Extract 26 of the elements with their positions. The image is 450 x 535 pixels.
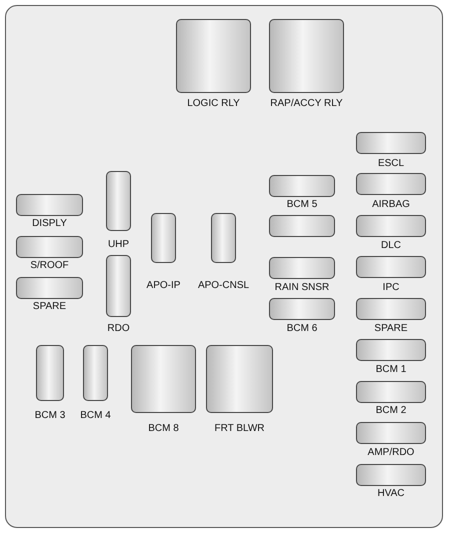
- fuse-label: RAP/ACCY RLY: [270, 98, 343, 109]
- fuse-label: LOGIC RLY: [187, 98, 240, 109]
- fuse-label: AIRBAG: [372, 199, 410, 210]
- fuse-label: BCM 8: [148, 423, 179, 434]
- fuse-label: AMP/RDO: [368, 447, 414, 458]
- fuse-label: ESCL: [378, 158, 404, 169]
- fuse-label: APO-IP: [146, 280, 180, 291]
- fuse-label: BCM 1: [376, 364, 406, 375]
- fuse-label: RDO: [107, 323, 130, 334]
- fuse-label: SPARE: [374, 323, 408, 334]
- fuse-label: RAIN SNSR: [274, 282, 330, 293]
- fuse-label: UHP: [108, 239, 130, 250]
- fuse-label: BCM 3: [34, 410, 66, 421]
- fuse-label: DLC: [381, 240, 401, 251]
- fuse-label: BCM 5: [286, 199, 318, 210]
- fuse-label: FRT BLWR: [214, 423, 264, 434]
- fuse-label: HVAC: [377, 488, 405, 499]
- fuse-label: APO-CNSL: [198, 280, 250, 291]
- fuse-label: IPC: [382, 282, 400, 293]
- fuse-label: BCM 2: [376, 405, 406, 416]
- fuse-label: DISPLY: [32, 218, 67, 229]
- fuse-label: S/ROOF: [30, 260, 69, 271]
- fuse-label: BCM 6: [286, 323, 318, 334]
- fuse-panel: [5, 5, 443, 528]
- fuse-label: SPARE: [32, 301, 66, 312]
- fuse-label: BCM 4: [80, 410, 111, 421]
